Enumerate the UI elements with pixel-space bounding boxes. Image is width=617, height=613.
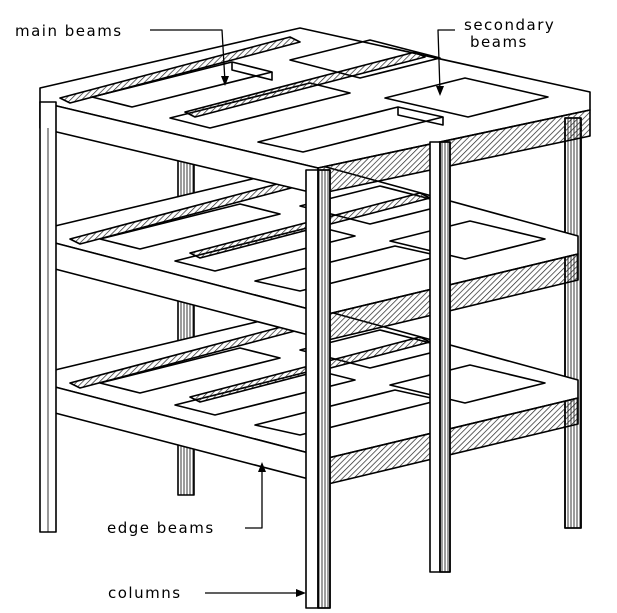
top-floor	[39, 27, 591, 195]
label-secondary-line2: beams	[470, 33, 528, 51]
column-front-corner	[305, 169, 331, 609]
label-edge-beams: edge beams	[107, 519, 215, 537]
leader-lines	[150, 29, 455, 594]
label-secondary-line1: secondary	[464, 16, 556, 34]
column-front-left	[39, 101, 57, 533]
column-front-right	[429, 141, 451, 573]
arrowheads	[221, 76, 444, 597]
label-secondary-beams: secondary beams	[464, 17, 594, 51]
label-main-beams: main beams	[15, 22, 123, 40]
label-columns: columns	[108, 584, 182, 602]
back-column-right	[564, 117, 582, 529]
